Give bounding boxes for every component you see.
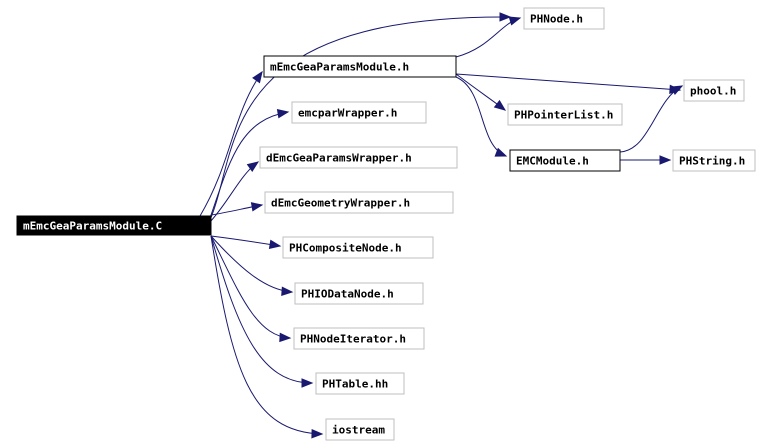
node-label: PHString.h <box>679 155 745 168</box>
node-root[interactable]: mEmcGeaParamsModule.C <box>16 215 212 236</box>
node-label: PHCompositeNode.h <box>289 242 402 255</box>
edge-root-to-phiodata <box>210 235 293 293</box>
node-phpointer[interactable]: PHPointerList.h <box>507 103 623 126</box>
node-box[interactable] <box>672 149 756 172</box>
arrowhead-phtable <box>301 378 314 388</box>
edge-root-to-memcgea_h <box>199 71 263 217</box>
node-label: emcparWrapper.h <box>298 107 397 120</box>
node-phtable[interactable]: PHTable.hh <box>315 372 405 395</box>
arrowhead-phiodata <box>281 286 294 296</box>
node-phstring[interactable]: PHString.h <box>672 149 756 172</box>
node-label: mEmcGeaParamsModule.h <box>270 61 409 74</box>
edge-root-to-phnodeiter <box>210 235 291 339</box>
node-box[interactable] <box>294 282 424 305</box>
edges-layer <box>199 12 684 439</box>
node-label: EMCModule.h <box>516 155 589 168</box>
node-box[interactable] <box>523 7 605 30</box>
node-demcgeom[interactable]: dEmcGeometryWrapper.h <box>264 191 454 214</box>
node-label: PHPointerList.h <box>514 109 613 122</box>
node-box[interactable] <box>683 79 745 102</box>
node-phnode[interactable]: PHNode.h <box>523 7 605 30</box>
node-label: phool.h <box>690 85 736 98</box>
arrowhead-iostream <box>311 428 324 439</box>
node-phnodeiter[interactable]: PHNodeIterator.h <box>293 327 425 350</box>
node-box[interactable] <box>16 215 212 236</box>
arrowhead-demcgeom <box>250 202 264 212</box>
node-box[interactable] <box>509 149 621 172</box>
arrowhead-demcgea <box>246 161 260 172</box>
node-box[interactable] <box>291 101 427 124</box>
arrowhead-phcomposite <box>268 239 282 250</box>
node-box[interactable] <box>507 103 623 126</box>
node-box[interactable] <box>263 55 457 78</box>
arrowhead-phpointer <box>493 99 507 111</box>
node-label: mEmcGeaParamsModule.C <box>23 220 162 233</box>
node-label: PHTable.hh <box>322 378 388 391</box>
node-box[interactable] <box>282 236 434 259</box>
arrowhead-phstring <box>659 155 672 165</box>
node-label: iostream <box>332 424 385 437</box>
node-label: PHNode.h <box>530 13 583 26</box>
node-emcmodule[interactable]: EMCModule.h <box>509 149 621 172</box>
node-box[interactable] <box>315 372 405 395</box>
arrowhead-phnode <box>508 16 522 26</box>
node-label: dEmcGeaParamsWrapper.h <box>266 152 412 165</box>
edge-root-to-phtable <box>210 235 313 384</box>
edge-memcgea_h-to-phnode <box>455 17 521 58</box>
edge-memcgea_h-to-emcmodule <box>455 76 507 157</box>
node-box[interactable] <box>325 418 395 441</box>
node-box[interactable] <box>293 327 425 350</box>
node-demcgea[interactable]: dEmcGeaParamsWrapper.h <box>259 146 458 169</box>
arrowhead-emcpar <box>276 109 290 119</box>
arrowhead-phnode <box>499 12 512 22</box>
nodes-layer: mEmcGeaParamsModule.C PHNode.h mEmcGeaPara… <box>16 7 756 441</box>
edge-root-to-iostream <box>210 235 323 435</box>
edge-root-to-demcgea <box>209 161 259 223</box>
arrowhead-memcgea_h <box>252 70 263 84</box>
node-box[interactable] <box>264 191 454 214</box>
node-phiodata[interactable]: PHIODataNode.h <box>294 282 424 305</box>
edge-emcmodule-to-phool <box>619 85 683 153</box>
node-label: dEmcGeometryWrapper.h <box>271 197 410 210</box>
node-iostream[interactable]: iostream <box>325 418 395 441</box>
node-phool[interactable]: phool.h <box>683 79 745 102</box>
node-label: PHIODataNode.h <box>301 288 394 301</box>
node-emcpar[interactable]: emcparWrapper.h <box>291 101 427 124</box>
node-box[interactable] <box>259 146 458 169</box>
edge-root-to-emcpar <box>209 111 289 219</box>
node-phcomposite[interactable]: PHCompositeNode.h <box>282 236 434 259</box>
node-label: PHNodeIterator.h <box>300 333 406 346</box>
node-memcgea_h[interactable]: mEmcGeaParamsModule.h <box>263 55 457 78</box>
arrowhead-phool <box>670 85 684 96</box>
arrowhead-emcmodule <box>494 147 508 157</box>
edge-memcgea_h-to-phool <box>455 73 681 91</box>
arrowhead-phnodeiter <box>279 332 292 343</box>
